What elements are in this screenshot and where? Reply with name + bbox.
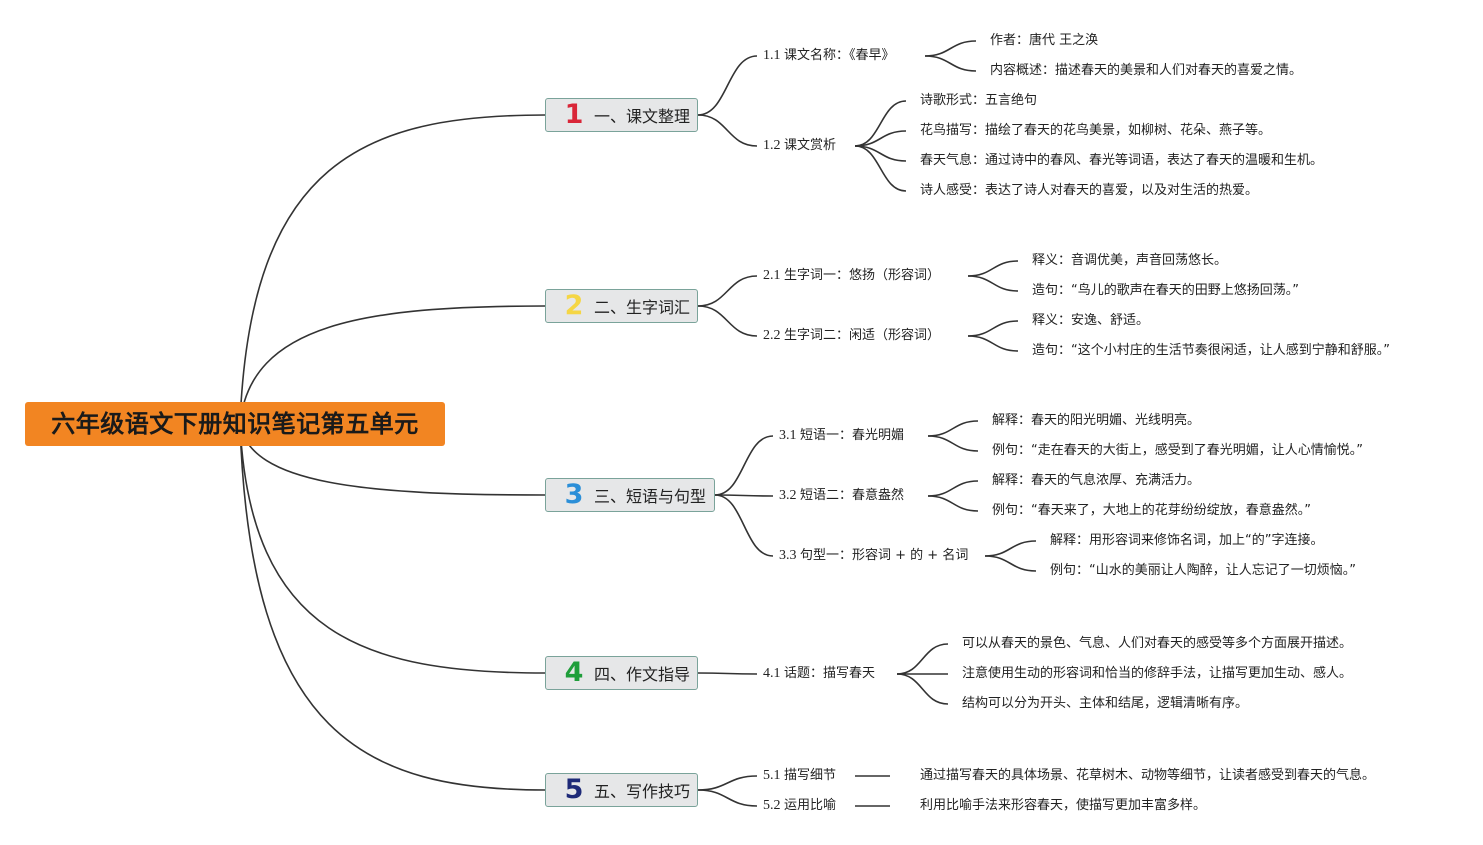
branch-label: 二、生字词汇 — [594, 298, 691, 317]
detail-text: 诗人感受：表达了诗人对春天的喜爱，以及对生活的热爱。 — [920, 183, 1259, 198]
sub-topic: 1.2 课文赏析 — [763, 138, 836, 154]
branch-3-sub-connector-1 — [714, 435, 774, 496]
branch-1-sub-connector-1 — [697, 55, 758, 116]
detail-text: 解释：用形容词来修饰名词，加上“的”字连接。 — [1050, 533, 1324, 548]
detail-text: 可以从春天的景色、气息、人们对春天的感受等多个方面展开描述。 — [962, 636, 1353, 651]
sub-topic-number: 3.3 — [779, 548, 800, 563]
branch-3-sub-connector-3 — [714, 494, 774, 557]
sub-topic-number: 5.1 — [763, 768, 784, 783]
detail-connector — [984, 555, 1037, 572]
detail-connector — [927, 435, 979, 452]
sub-topic-label: 课文名称：《春早》 — [784, 48, 895, 63]
detail-connector — [927, 420, 979, 437]
detail-connector — [984, 540, 1037, 557]
branch-2-sub-connector-2 — [697, 305, 758, 337]
branch-5-sub-connector-2 — [697, 789, 758, 807]
sub-topic: 2.2 生字词二：闲适（形容词） — [763, 328, 940, 344]
sub-topic: 2.1 生字词一：悠扬（形容词） — [763, 268, 940, 284]
sub-topic-number: 1.1 — [763, 48, 784, 63]
number-2-icon: 2 — [564, 290, 584, 321]
sub-topic-label: 短语一：春光明媚 — [800, 428, 905, 443]
number-3-icon: 3 — [564, 479, 584, 510]
sub-topic-label: 话题：描写春天 — [784, 666, 876, 681]
detail-text: 通过描写春天的具体场景、花草树木、动物等细节，让读者感受到春天的气息。 — [920, 768, 1376, 783]
sub-topic: 3.2 短语二：春意盎然 — [779, 488, 904, 504]
detail-text: 注意使用生动的形容词和恰当的修辞手法，让描写更加生动、感人。 — [962, 666, 1353, 681]
detail-text: 释义：安逸、舒适。 — [1032, 313, 1150, 328]
sub-topic: 4.1 话题：描写春天 — [763, 666, 875, 682]
detail-connector — [896, 673, 949, 705]
detail-text: 解释：春天的阳光明媚、光线明亮。 — [992, 413, 1201, 428]
detail-text: 花鸟描写：描绘了春天的花鸟美景，如柳树、花朵、燕子等。 — [920, 123, 1272, 138]
branch-3[interactable]: 3 三、短语与句型 — [545, 478, 715, 512]
branch-2-sub-connector-1 — [697, 275, 758, 307]
branch-1[interactable]: 1 一、课文整理 — [545, 98, 698, 132]
branch-2[interactable]: 2 二、生字词汇 — [545, 289, 698, 323]
detail-connector — [927, 495, 979, 512]
branch-4[interactable]: 4 四、作文指导 — [545, 656, 698, 690]
number-5-icon: 5 — [564, 774, 584, 805]
root-connector-2 — [239, 305, 546, 425]
root-connector-5 — [239, 423, 546, 791]
detail-connector — [967, 275, 1019, 292]
sub-topic-number: 2.2 — [763, 328, 784, 343]
detail-text: 春天气息：通过诗中的春风、春光等词语，表达了春天的温暖和生机。 — [920, 153, 1324, 168]
detail-connector — [967, 260, 1019, 277]
detail-connector — [924, 55, 977, 72]
sub-topic-label: 运用比喻 — [784, 798, 837, 813]
number-4-icon: 4 — [564, 657, 584, 688]
detail-text: 内容概述：描述春天的美景和人们对春天的喜爱之情。 — [990, 63, 1303, 78]
sub-topic-number: 4.1 — [763, 666, 784, 681]
detail-text: 解释：春天的气息浓厚、充满活力。 — [992, 473, 1201, 488]
branch-label: 一、课文整理 — [594, 107, 691, 126]
branch-4-sub-connector-1 — [697, 672, 758, 675]
branch-label: 四、作文指导 — [594, 665, 691, 684]
sub-topic-label: 描写细节 — [784, 768, 837, 783]
sub-topic-label: 句型一：形容词 + 的 + 名词 — [800, 548, 969, 563]
sub-topic-number: 5.2 — [763, 798, 784, 813]
root-topic: 六年级语文下册知识笔记第五单元 — [25, 402, 445, 446]
detail-text: 造句：“这个小村庄的生活节奏很闲适，让人感到宁静和舒服。” — [1032, 343, 1390, 358]
branch-1-sub-connector-2 — [697, 114, 758, 147]
sub-topic-number: 1.2 — [763, 138, 784, 153]
branch-label: 五、写作技巧 — [594, 782, 691, 801]
detail-text: 例句：“春天来了，大地上的花芽纷纷绽放，春意盎然。” — [992, 503, 1311, 518]
detail-text: 例句：“山水的美丽让人陶醉，让人忘记了一切烦恼。” — [1050, 563, 1356, 578]
detail-text: 造句：“鸟儿的歌声在春天的田野上悠扬回荡。” — [1032, 283, 1299, 298]
detail-connector — [854, 145, 907, 192]
detail-connector — [927, 480, 979, 497]
detail-text: 作者：唐代 王之涣 — [990, 33, 1099, 48]
sub-topic: 3.1 短语一：春光明媚 — [779, 428, 904, 444]
sub-topic-number: 2.1 — [763, 268, 784, 283]
detail-connector — [854, 100, 907, 147]
sub-topic: 5.1 描写细节 — [763, 768, 836, 784]
branch-5-sub-connector-1 — [697, 775, 758, 791]
sub-topic-label: 课文赏析 — [784, 138, 837, 153]
sub-topic-number: 3.2 — [779, 488, 800, 503]
sub-topic-label: 生字词二：闲适（形容词） — [784, 328, 941, 343]
root-connector-4 — [239, 423, 546, 674]
sub-topic-label: 生字词一：悠扬（形容词） — [784, 268, 941, 283]
detail-text: 例句：“走在春天的大街上，感受到了春光明媚，让人心情愉悦。” — [992, 443, 1363, 458]
branch-5[interactable]: 5 五、写作技巧 — [545, 773, 698, 807]
detail-connector — [967, 320, 1019, 337]
branch-3-sub-connector-2 — [714, 494, 774, 497]
sub-topic: 1.1 课文名称：《春早》 — [763, 48, 895, 64]
sub-topic: 5.2 运用比喻 — [763, 798, 836, 814]
root-connector-1 — [239, 114, 546, 425]
sub-topic-number: 3.1 — [779, 428, 800, 443]
detail-connector — [967, 335, 1019, 352]
detail-connector — [924, 40, 977, 57]
detail-connector — [896, 643, 949, 675]
detail-text: 诗歌形式：五言绝句 — [920, 93, 1038, 108]
branch-label: 三、短语与句型 — [594, 487, 707, 506]
detail-text: 释义：音调优美，声音回荡悠长。 — [1032, 253, 1228, 268]
sub-topic-label: 短语二：春意盎然 — [800, 488, 905, 503]
number-1-icon: 1 — [564, 99, 584, 130]
detail-text: 利用比喻手法来形容春天，使描写更加丰富多样。 — [920, 798, 1207, 813]
sub-topic: 3.3 句型一：形容词 + 的 + 名词 — [779, 548, 968, 564]
detail-text: 结构可以分为开头、主体和结尾，逻辑清晰有序。 — [962, 696, 1249, 711]
